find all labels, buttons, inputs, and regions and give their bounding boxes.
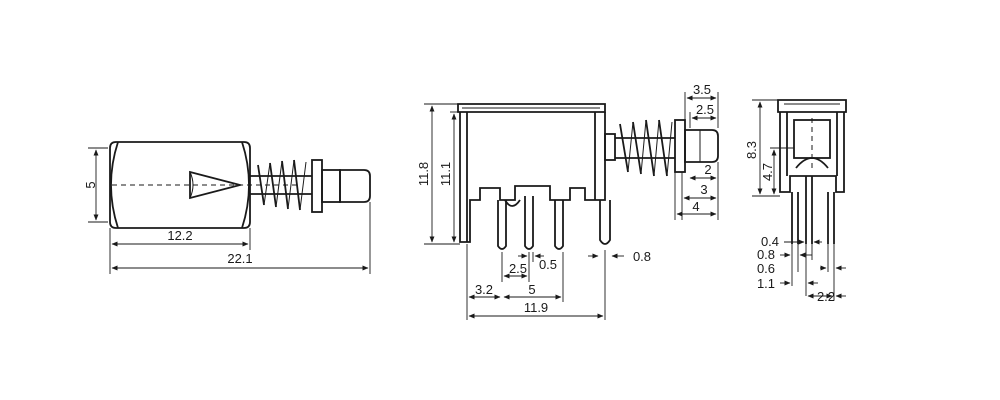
d-0-4-label: 0.4 <box>761 234 779 249</box>
tab-width-label: 0.8 <box>633 249 651 264</box>
direction-arrow <box>189 170 244 200</box>
height-outer-label: 11.8 <box>416 162 431 186</box>
front-plunger-cap <box>684 129 719 163</box>
offset-3-2-label: 3.2 <box>475 282 493 297</box>
end-view: 8.3 4.7 0.4 0.8 0.6 1.1 2.2 <box>744 99 847 304</box>
d-0-8-label: 0.8 <box>757 247 775 262</box>
collar <box>311 159 323 213</box>
front-collar <box>674 119 686 173</box>
stroke-4-label: 4 <box>692 199 699 214</box>
front-spring <box>615 119 675 177</box>
plunger-cap <box>339 169 371 203</box>
housing <box>459 112 606 243</box>
base-width-label: 11.9 <box>524 300 548 315</box>
d-0-6-label: 0.6 <box>757 261 775 276</box>
body-length-label: 12.2 <box>167 228 192 243</box>
pin-width-label: 0.5 <box>539 257 557 272</box>
pins <box>497 196 611 250</box>
switch-body <box>109 141 251 229</box>
body-left-edge <box>110 141 119 229</box>
front-view: 11.8 11.1 3.5 2.5 2 3 4 2.5 0.5 <box>416 82 719 320</box>
stroke-3-label: 3 <box>700 182 707 197</box>
side-height-label: 5 <box>83 181 98 188</box>
side-view: 5 12.2 22.1 <box>83 141 371 274</box>
d-2-2-label: 2.2 <box>817 289 835 304</box>
cap-inner-label: 2.5 <box>696 102 714 117</box>
spring <box>250 159 312 211</box>
height-inner-label: 11.1 <box>438 162 453 186</box>
plunger-shaft <box>321 169 341 203</box>
end-top-plate <box>777 99 847 113</box>
end-housing <box>779 112 845 193</box>
end-inner-height-label: 4.7 <box>760 163 775 181</box>
stroke-2-label: 2 <box>704 162 711 177</box>
pin-pitch-label: 2.5 <box>509 261 527 276</box>
end-pins <box>791 176 835 244</box>
d-1-1-label: 1.1 <box>757 276 775 291</box>
end-height-label: 8.3 <box>744 141 759 159</box>
span-5-label: 5 <box>528 282 535 297</box>
total-length-label: 22.1 <box>227 251 252 266</box>
front-plunger-base <box>604 133 616 161</box>
cap-width-label: 3.5 <box>693 82 711 97</box>
